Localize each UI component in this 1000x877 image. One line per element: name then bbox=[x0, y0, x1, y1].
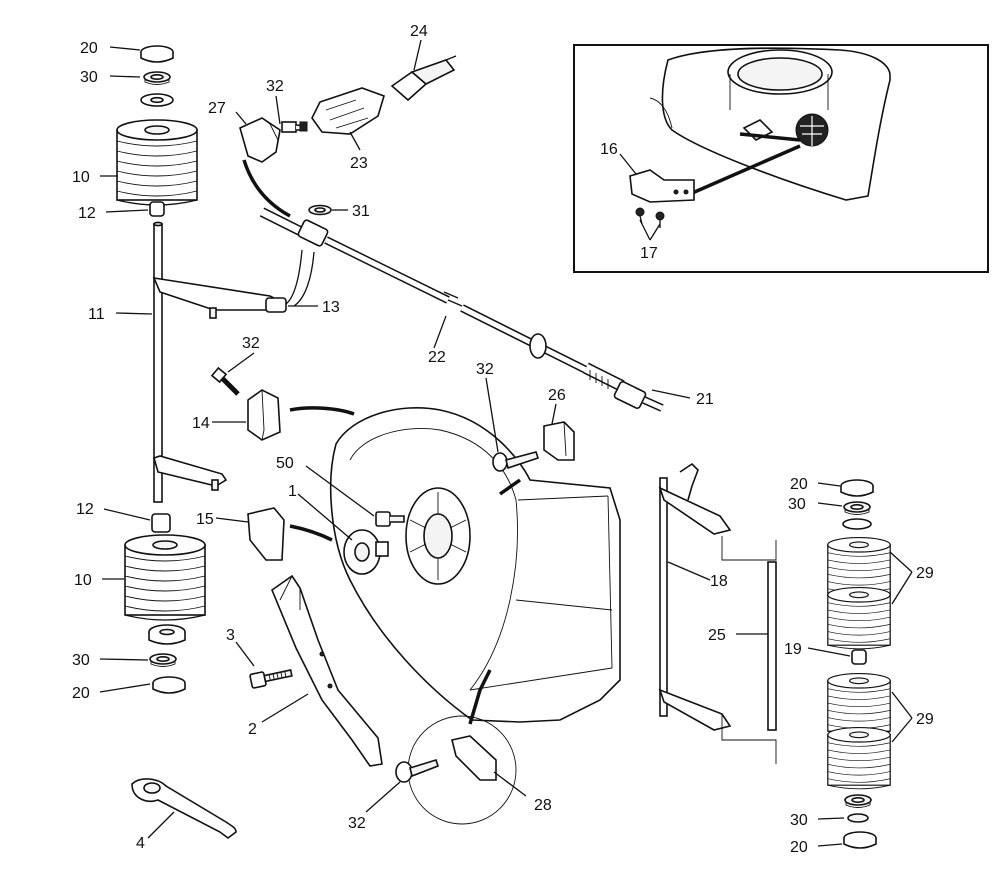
cap-20-right-top bbox=[840, 479, 874, 497]
clamp-13 bbox=[265, 249, 315, 313]
weight-rings-29-b bbox=[827, 586, 891, 650]
callout-27: 27 bbox=[208, 100, 226, 117]
drive-wheel bbox=[405, 487, 471, 585]
top-cap-20 bbox=[140, 45, 174, 63]
callout-50: 50 bbox=[276, 455, 294, 472]
callout-30-top-left: 30 bbox=[80, 69, 98, 86]
grip-cover-23 bbox=[311, 87, 385, 135]
washer-bottom bbox=[148, 624, 186, 645]
callout-32-bottom: 32 bbox=[348, 815, 366, 832]
callout-13: 13 bbox=[322, 299, 340, 316]
callout-32-right: 32 bbox=[476, 361, 494, 378]
washer-top bbox=[140, 93, 174, 107]
screw-32-knob bbox=[281, 121, 308, 133]
weight-rings-10-top bbox=[116, 119, 198, 206]
right-weight-stack bbox=[827, 479, 891, 849]
callout-30-right-bottom: 30 bbox=[790, 812, 808, 829]
bracket-16 bbox=[629, 169, 695, 203]
weight-rings-10-bottom bbox=[124, 534, 206, 621]
callout-21: 21 bbox=[696, 391, 714, 408]
callout-20-right-bottom: 20 bbox=[790, 839, 808, 856]
callout-3: 3 bbox=[226, 627, 235, 644]
cable-end-21 bbox=[613, 380, 664, 412]
callout-10-bottom-left: 10 bbox=[74, 572, 92, 589]
bolt-3 bbox=[248, 665, 294, 690]
callout-25: 25 bbox=[708, 627, 726, 644]
callout-labels: 20 30 10 12 11 12 10 30 20 27 32 24 23 3… bbox=[72, 23, 934, 856]
callout-24: 24 bbox=[410, 23, 428, 40]
callout-23: 23 bbox=[350, 155, 368, 172]
bracket-15 bbox=[247, 507, 285, 561]
handle-end-24 bbox=[390, 55, 457, 102]
left-weight-stack bbox=[116, 45, 284, 694]
weight-rings-29-d bbox=[827, 726, 891, 790]
callout-20-bottom-left: 20 bbox=[72, 685, 90, 702]
mower-housing bbox=[289, 406, 621, 725]
callout-30-right-top: 30 bbox=[788, 496, 806, 513]
knob-27 bbox=[239, 117, 281, 163]
bearing-30-bottom bbox=[149, 653, 177, 668]
callout-20-top-left: 20 bbox=[80, 40, 98, 57]
detail-circle bbox=[395, 715, 517, 825]
bracket-28 bbox=[451, 735, 497, 781]
clamp-nut-31 bbox=[308, 204, 332, 216]
spanner-4 bbox=[131, 778, 237, 839]
weight-rings-29-c bbox=[827, 672, 891, 736]
bracket-26 bbox=[543, 421, 575, 461]
callout-12-top-left: 12 bbox=[78, 205, 96, 222]
handle-bar-11 bbox=[152, 221, 284, 503]
callout-29-upper: 29 bbox=[916, 565, 934, 582]
nut-50 bbox=[375, 511, 405, 527]
inset-detail bbox=[573, 44, 989, 273]
spacer-12-top bbox=[149, 201, 165, 217]
callout-28: 28 bbox=[534, 797, 552, 814]
screw-32-left bbox=[210, 366, 240, 396]
bracket-14 bbox=[247, 389, 281, 441]
leader-lines bbox=[99, 39, 913, 847]
callout-2: 2 bbox=[248, 721, 257, 738]
cable-22 bbox=[259, 207, 625, 392]
cap-20-right-bottom bbox=[843, 831, 877, 849]
callout-31: 31 bbox=[352, 203, 370, 220]
bottom-cap-20 bbox=[152, 676, 186, 694]
callout-32-knob: 32 bbox=[266, 78, 284, 95]
callout-17: 17 bbox=[640, 245, 658, 262]
handle-frame-18 bbox=[658, 462, 777, 764]
callout-18: 18 bbox=[710, 573, 728, 590]
callout-16: 16 bbox=[600, 141, 618, 158]
callout-30-bottom-left: 30 bbox=[72, 652, 90, 669]
callout-20-right-top: 20 bbox=[790, 476, 808, 493]
callout-11: 11 bbox=[88, 306, 105, 323]
washer-right-top bbox=[842, 518, 872, 530]
screws-17 bbox=[635, 207, 665, 228]
spacer-19 bbox=[851, 649, 867, 665]
bearing-30-top bbox=[143, 71, 171, 86]
screw-32-right bbox=[492, 451, 540, 472]
callout-32-left: 32 bbox=[242, 335, 260, 352]
spacer-12-bottom bbox=[151, 513, 171, 533]
bearing-30-right-bottom bbox=[844, 794, 872, 823]
screw-32-bottom bbox=[395, 759, 440, 783]
rod-25 bbox=[767, 561, 777, 731]
bearing-30-right-top bbox=[843, 501, 871, 516]
callout-10-top-left: 10 bbox=[72, 169, 90, 186]
callout-14: 14 bbox=[192, 415, 210, 432]
callout-4: 4 bbox=[136, 835, 145, 852]
cable-assembly bbox=[239, 55, 664, 412]
callout-22: 22 bbox=[428, 349, 446, 366]
callout-15: 15 bbox=[196, 511, 214, 528]
callout-1: 1 bbox=[288, 483, 297, 500]
hub-1 bbox=[343, 529, 389, 575]
cable-loop bbox=[242, 159, 291, 218]
blade-2 bbox=[271, 574, 383, 767]
callout-12-bottom-left: 12 bbox=[76, 501, 94, 518]
callout-29-lower: 29 bbox=[916, 711, 934, 728]
callout-19: 19 bbox=[784, 641, 802, 658]
callout-26: 26 bbox=[548, 387, 566, 404]
